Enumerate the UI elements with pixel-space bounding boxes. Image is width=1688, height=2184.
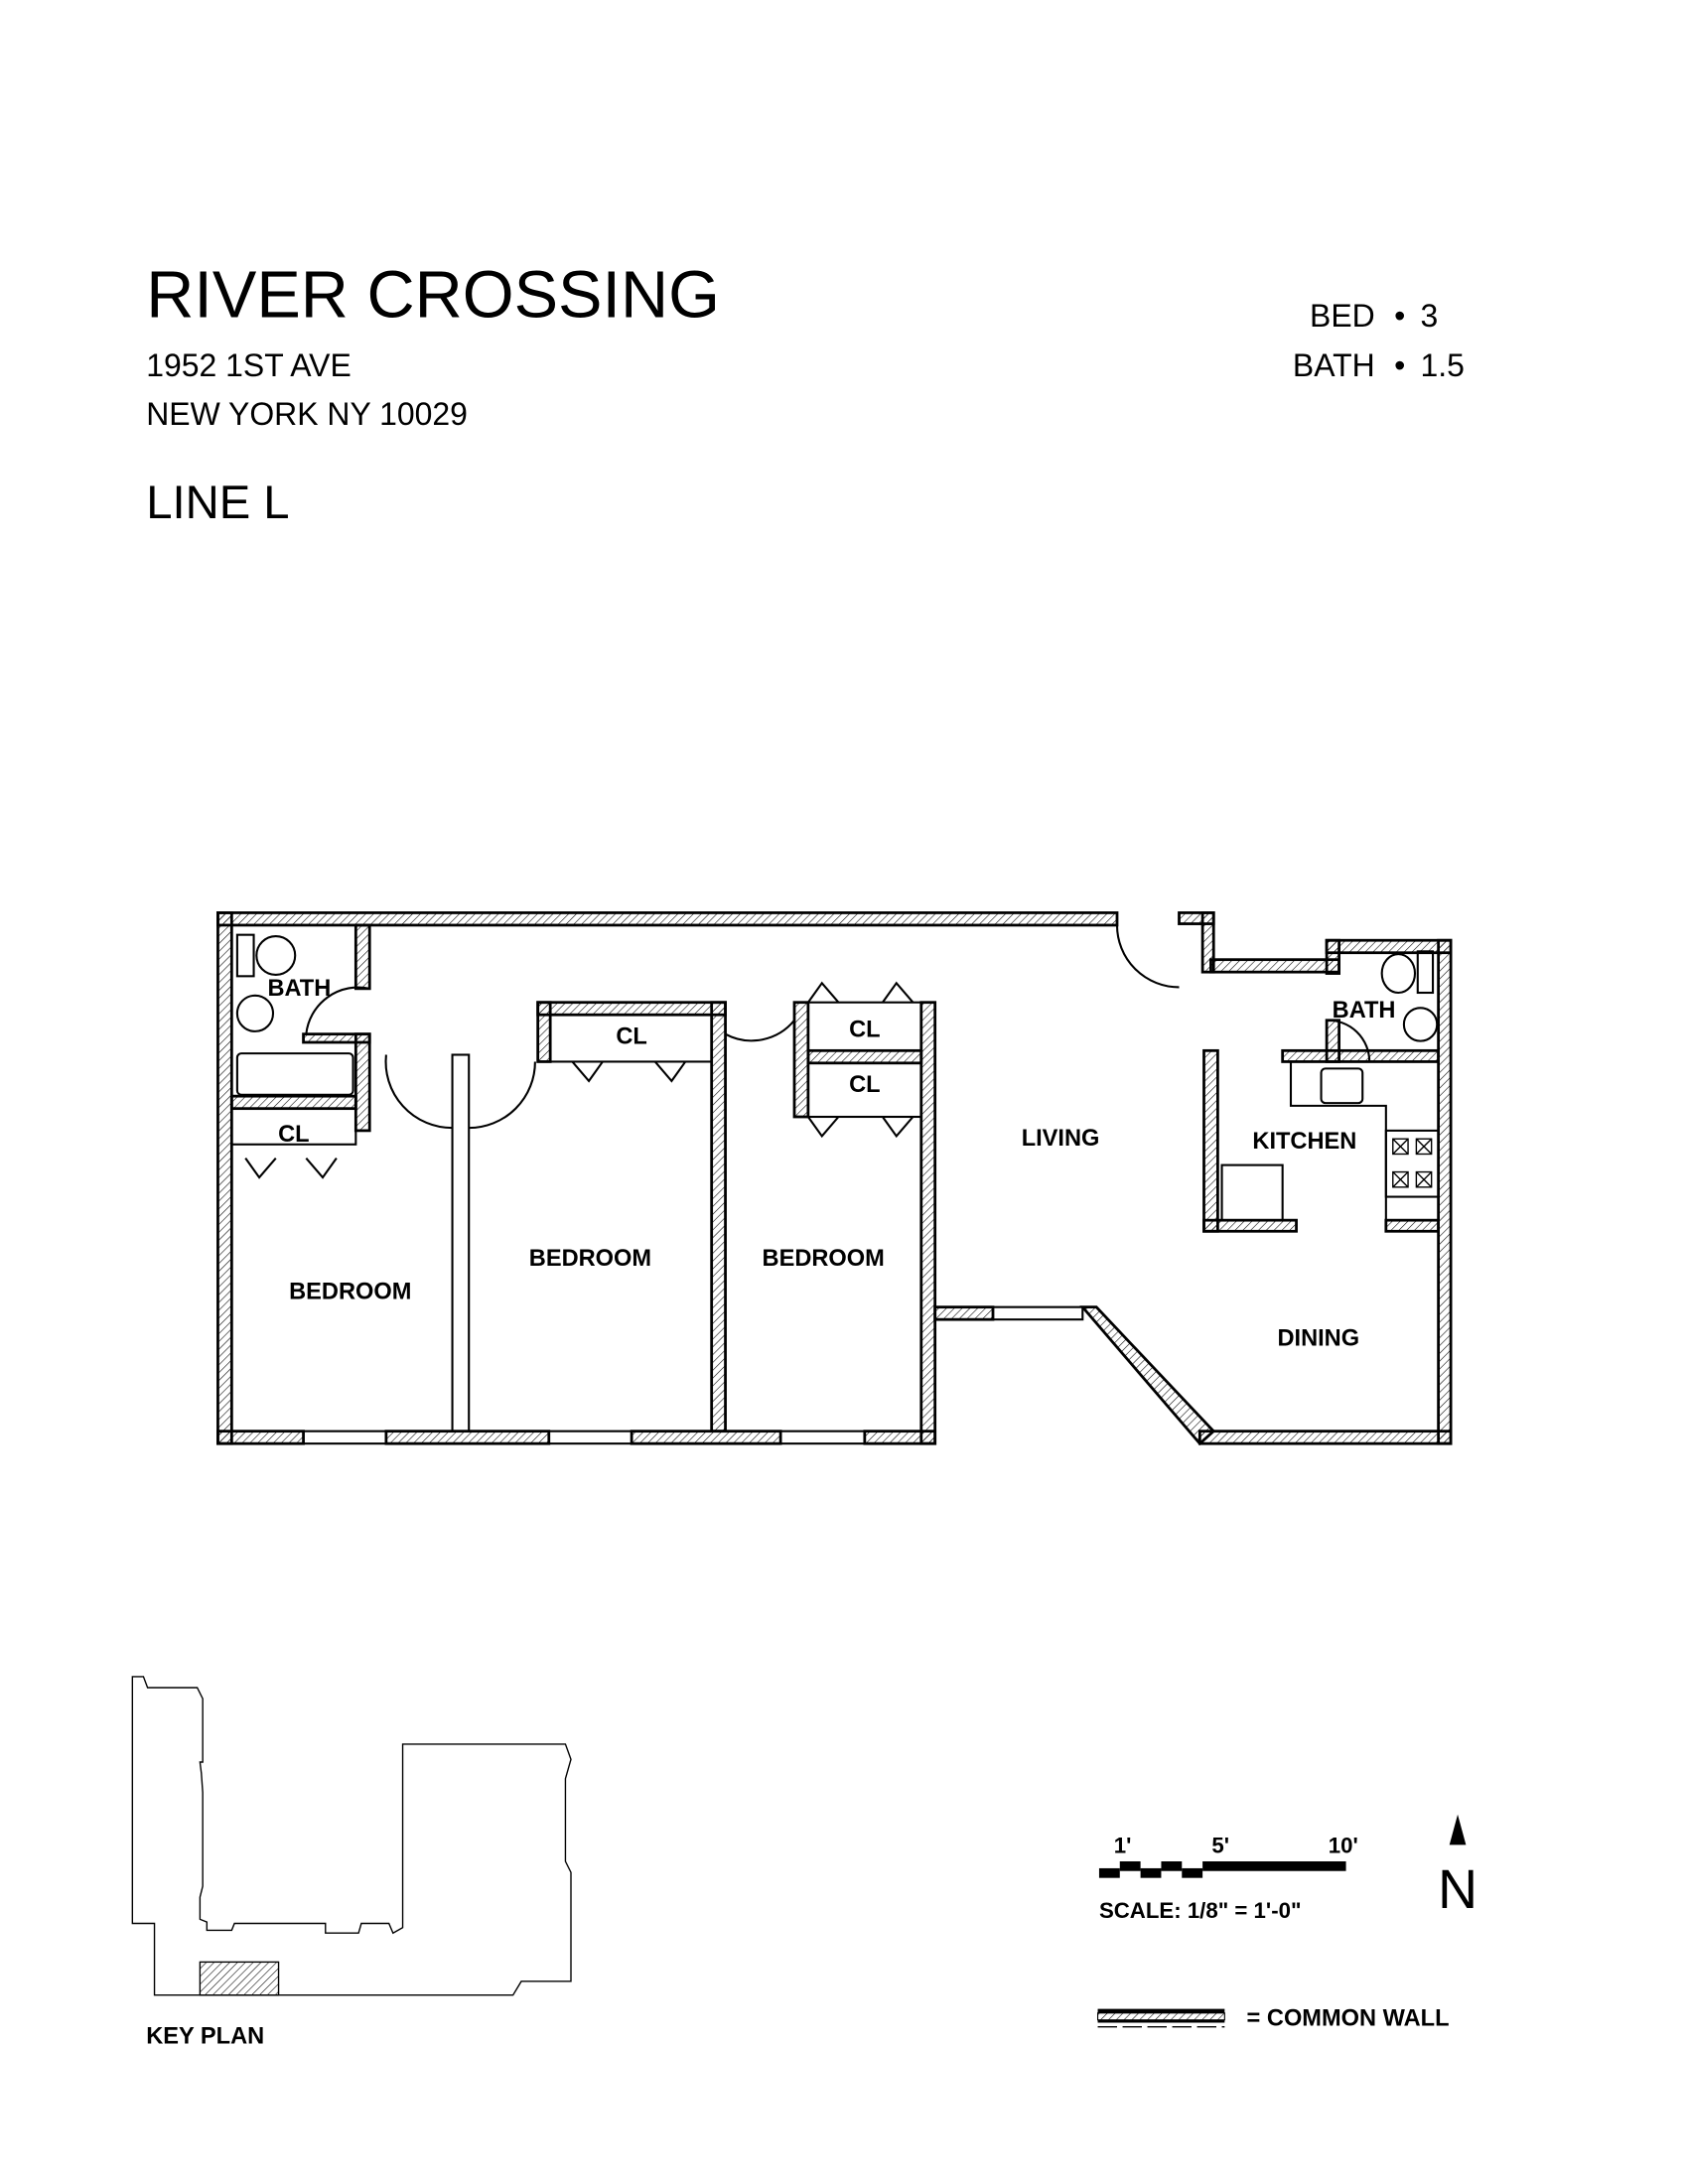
unit-location-highlight [199, 1961, 280, 1996]
common-wall-legend: = COMMON WALL [1097, 2005, 1450, 2031]
room-label-bedroom-3: BEDROOM [763, 1246, 885, 1272]
address-line-1: 1952 1ST AVE [146, 347, 352, 383]
north-arrow: N [1438, 1814, 1477, 1920]
interior-lines [230, 924, 1440, 1445]
building-title: RIVER CROSSING [146, 258, 720, 332]
address-line-2: NEW YORK NY 10029 [146, 396, 468, 432]
room-label-bedroom-2: BEDROOM [529, 1246, 651, 1272]
key-plan-outline [131, 1676, 572, 1996]
bed-label: BED [1310, 298, 1375, 334]
room-label-bath-2: BATH [1333, 998, 1396, 1024]
scale-bar: 1' 5' 10' SCALE: 1/8" = 1'-0" [1098, 1834, 1358, 1923]
north-arrow-icon [1449, 1814, 1467, 1845]
scale-tick-5ft: 5' [1211, 1834, 1229, 1858]
bath-count: 1.5 [1421, 347, 1465, 383]
room-label-closet-1: CL [278, 1122, 309, 1148]
common-wall-label: = COMMON WALL [1247, 2005, 1450, 2031]
room-label-living: LIVING [1022, 1126, 1100, 1152]
bed-count: 3 [1421, 298, 1439, 334]
room-label-bedroom-1: BEDROOM [289, 1279, 411, 1304]
room-label-kitchen: KITCHEN [1252, 1129, 1356, 1155]
north-label: N [1438, 1858, 1477, 1920]
scale-tick-1ft: 1' [1114, 1834, 1132, 1858]
scale-text: SCALE: 1/8" = 1'-0" [1099, 1898, 1302, 1923]
bath-separator: • [1394, 347, 1405, 383]
stove-burners [1392, 1138, 1433, 1188]
bath-label: BATH [1293, 347, 1375, 383]
room-label-closet-2: CL [616, 1024, 646, 1049]
key-plan: KEY PLAN [131, 1676, 572, 2049]
scale-tick-10ft: 10' [1329, 1834, 1358, 1858]
unit-line: LINE L [146, 477, 289, 529]
unit-walls [216, 911, 1453, 1446]
bed-separator: • [1394, 298, 1405, 334]
key-plan-label: KEY PLAN [146, 2023, 264, 2049]
room-label-closet-4: CL [849, 1072, 880, 1098]
room-label-dining: DINING [1277, 1326, 1359, 1352]
room-label-closet-3: CL [849, 1017, 880, 1042]
room-label-bath-1: BATH [267, 976, 331, 1002]
